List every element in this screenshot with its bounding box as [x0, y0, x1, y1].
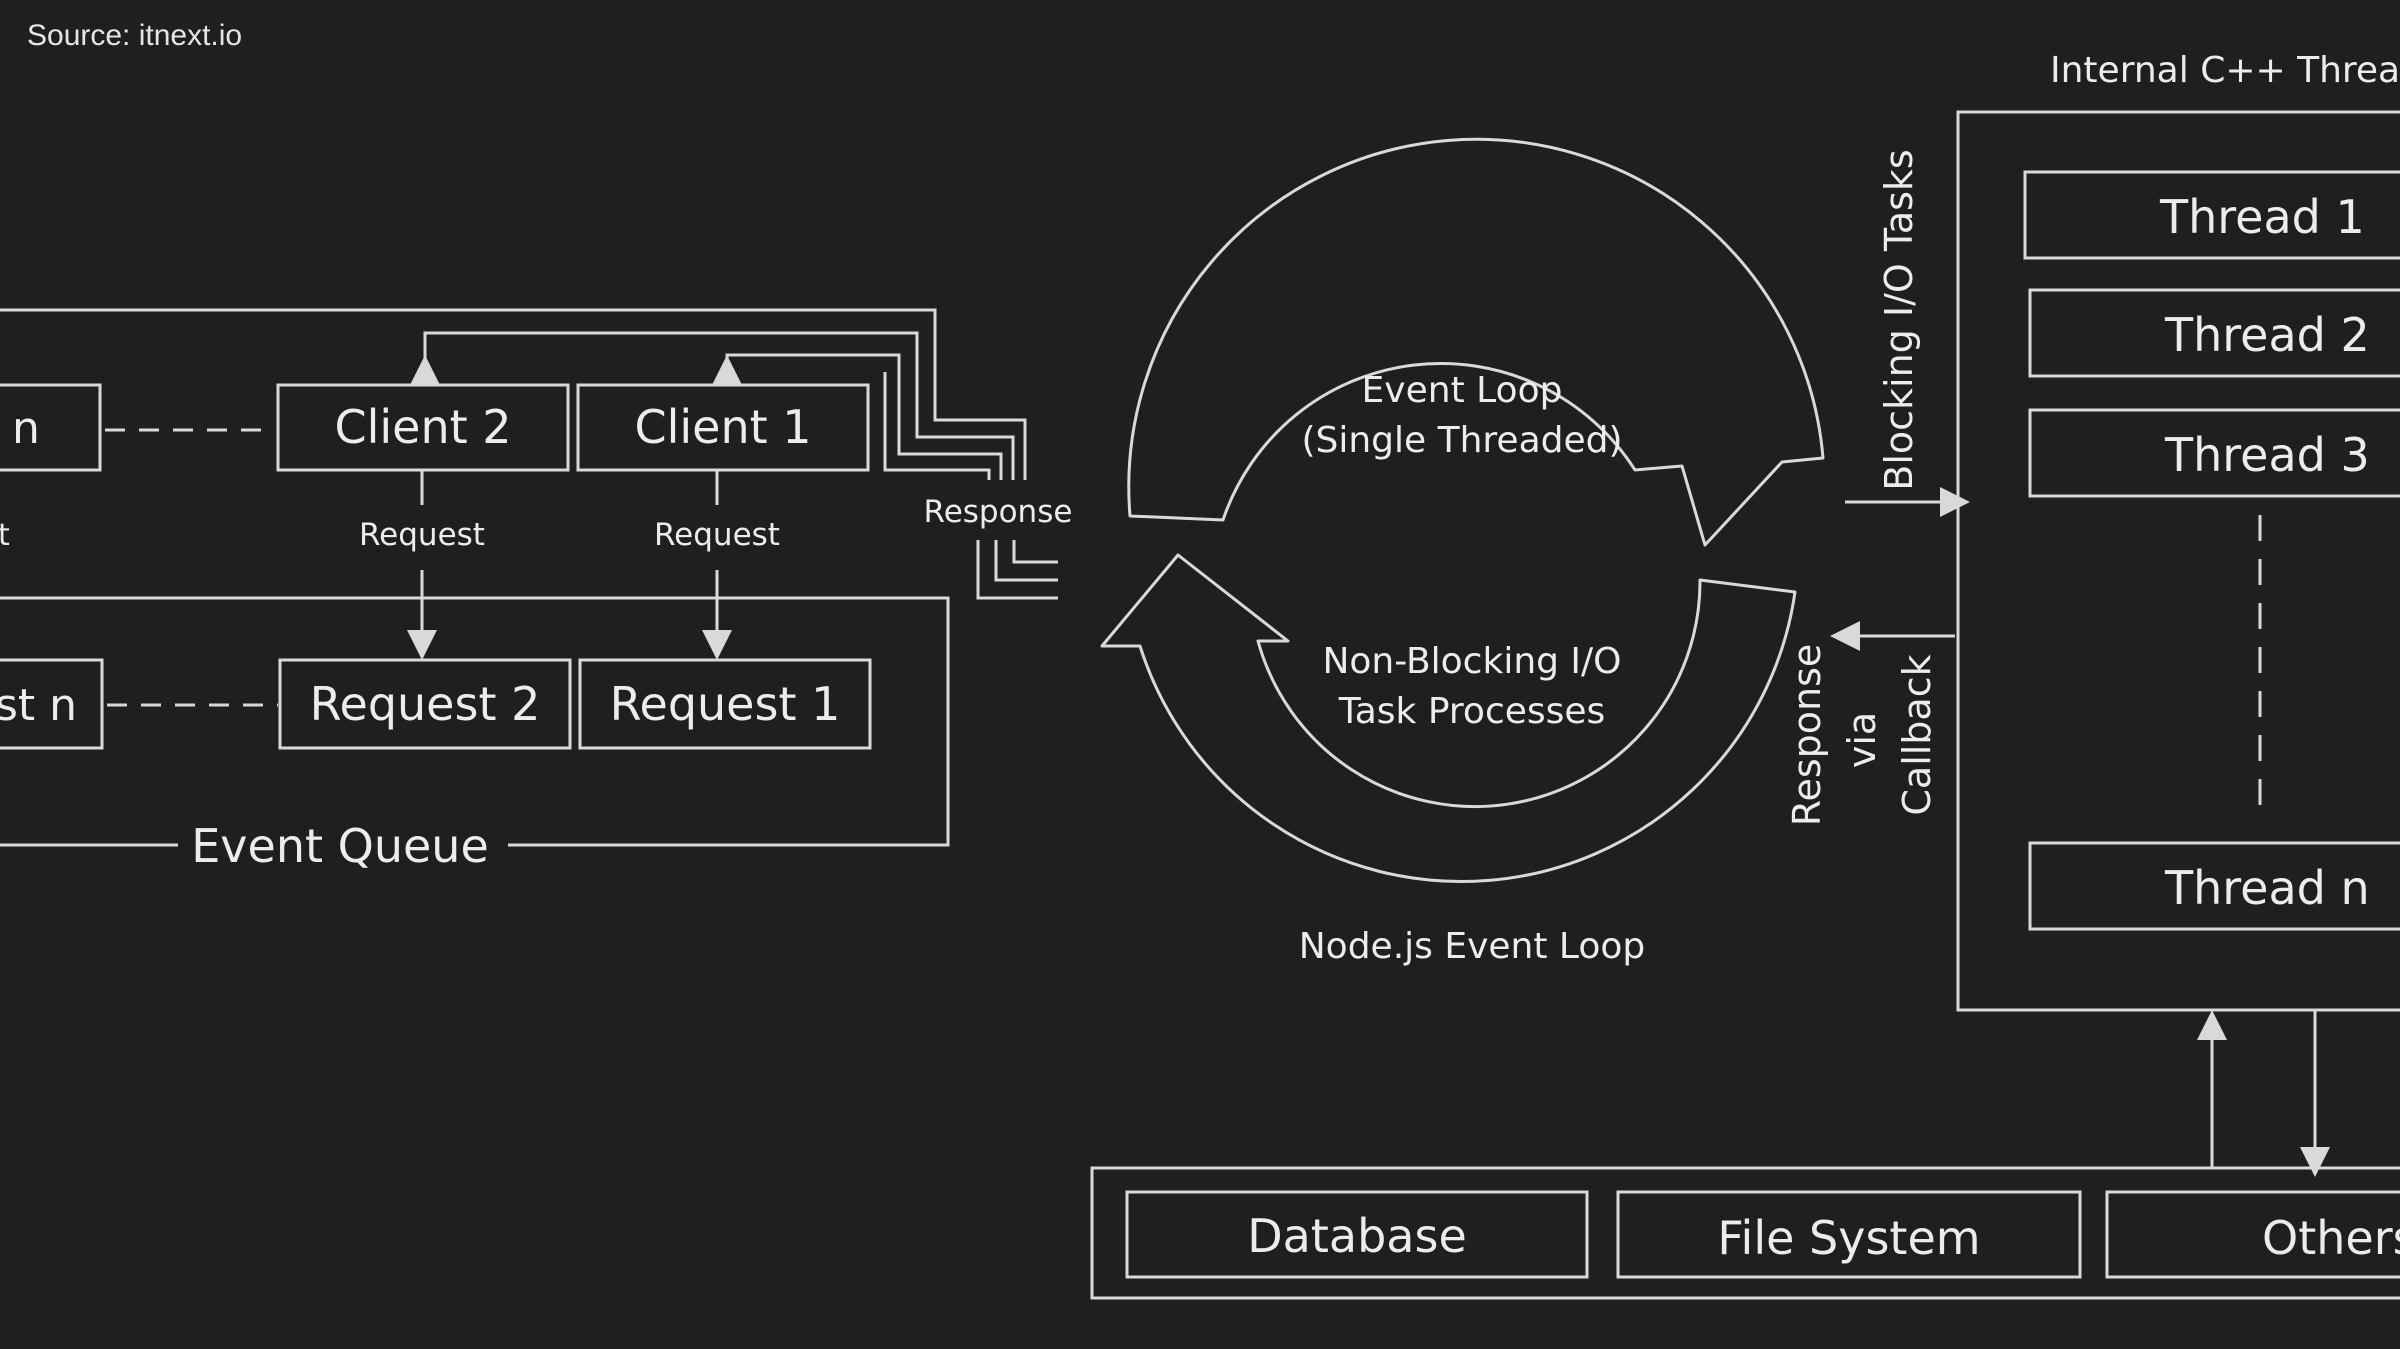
event-loop-title: Event Loop — [1362, 370, 1563, 411]
thread-pool-border — [1956, 110, 2400, 1012]
request-2-label: Request 2 — [310, 677, 541, 731]
thread-pool-title: Internal C++ Thread P — [2050, 50, 2400, 91]
thread-3-label: Thread 3 — [2164, 428, 2370, 482]
response-return-lines — [0, 308, 1058, 600]
client-2-label: Client 2 — [334, 400, 511, 454]
callback-label-line1: Response — [1785, 644, 1829, 827]
request-2-arrow-label: Request — [359, 517, 485, 553]
thread-2-box — [2028, 288, 2400, 378]
callback-label-line2: via — [1840, 712, 1884, 768]
database-box — [1125, 1190, 1589, 1279]
response-label: Response — [924, 494, 1073, 530]
request-n-box — [0, 658, 104, 750]
request-n-label: st n — [0, 680, 77, 731]
task-processes-label: Task Processes — [1338, 691, 1606, 732]
client-1-label: Client 1 — [634, 400, 811, 454]
request-1-label: Request 1 — [610, 677, 841, 731]
client-n-label: n — [12, 403, 40, 454]
request-1-box — [578, 658, 872, 750]
event-loop-top-arrow — [1127, 137, 1825, 547]
thread-n-box — [2028, 841, 2400, 931]
resources-border — [1090, 1166, 2400, 1300]
non-blocking-label: Non-Blocking I/O — [1322, 641, 1621, 682]
request-2-box — [278, 658, 572, 750]
source-credit: Source: itnext.io — [27, 19, 242, 52]
thread-2-label: Thread 2 — [2164, 308, 2370, 362]
thread-n-label: Thread n — [2164, 861, 2370, 915]
blocking-io-label: Blocking I/O Tasks — [1877, 149, 1921, 490]
thread-1-label: Thread 1 — [2159, 190, 2365, 244]
event-loop-subtitle: (Single Threaded) — [1301, 420, 1622, 461]
callback-label-line3: Callback — [1895, 654, 1939, 815]
event-loop-caption: Node.js Event Loop — [1299, 926, 1646, 967]
file-system-box — [1616, 1190, 2082, 1279]
others-label: Others — [2262, 1211, 2400, 1265]
event-queue-border — [0, 596, 950, 847]
event-loop-bottom-arrow — [1100, 553, 1797, 884]
database-label: Database — [1247, 1209, 1467, 1263]
others-box — [2105, 1190, 2400, 1279]
event-queue-label: Event Queue — [191, 819, 489, 873]
file-system-label: File System — [1717, 1211, 1980, 1265]
edge-fragment-label: t — [0, 518, 10, 553]
client-n-box — [0, 383, 102, 472]
thread-1-box — [2023, 170, 2400, 260]
thread-3-box — [2028, 408, 2400, 498]
client-1-box — [576, 383, 870, 472]
request-1-arrow-label: Request — [654, 517, 780, 553]
